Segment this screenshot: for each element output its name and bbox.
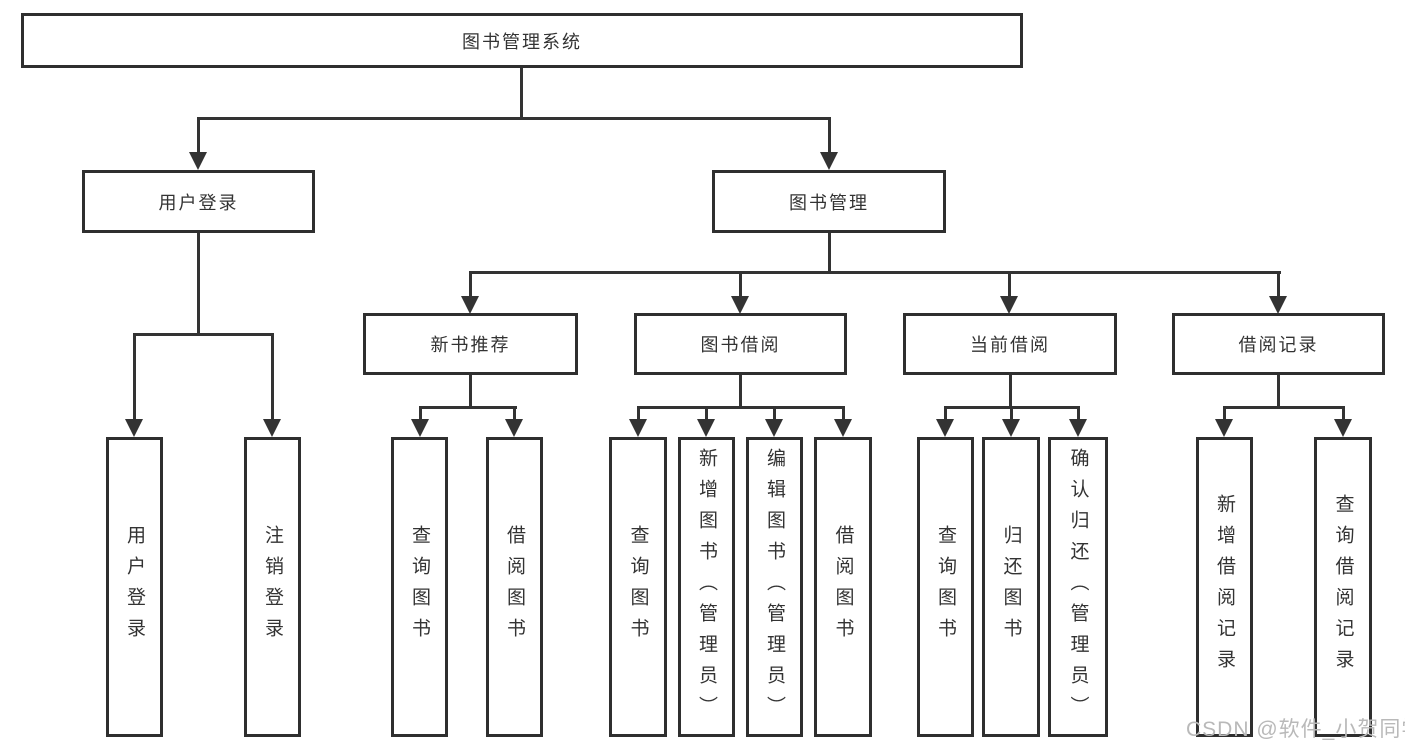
leaf-add-borrow-record: 新增借阅记录	[1196, 437, 1253, 737]
connector-arrow-shaft	[271, 333, 274, 420]
arrow-down-icon	[461, 296, 479, 314]
connector-arrow-shaft	[1010, 406, 1013, 420]
arrow-down-icon	[263, 419, 281, 437]
connector-newbooks-bar	[419, 406, 517, 409]
connector-arrow-shaft	[773, 406, 776, 420]
leaf-return-books: 归还图书	[982, 437, 1040, 737]
connector-root-stem	[520, 68, 523, 120]
leaf-logout: 注销登录	[244, 437, 301, 737]
arrow-down-icon	[1215, 419, 1233, 437]
arrow-down-icon	[189, 152, 207, 170]
node-root-system: 图书管理系统	[21, 13, 1023, 68]
connector-newbooks-stem	[469, 374, 472, 409]
leaf-edit-books-admin: 编辑图书（管理员）	[746, 437, 803, 737]
connector-borrow-stem	[739, 374, 742, 409]
node-user-login: 用户登录	[82, 170, 315, 233]
connector-bookmgmt-stem	[828, 232, 831, 274]
connector-arrow-shaft	[469, 271, 472, 297]
node-book-borrow: 图书借阅	[634, 313, 847, 375]
leaf-add-books-admin: 新增图书（管理员）	[678, 437, 735, 737]
connector-arrow-shaft	[133, 333, 136, 420]
arrow-down-icon	[731, 296, 749, 314]
arrow-down-icon	[765, 419, 783, 437]
connector-arrow-shaft	[1008, 271, 1011, 297]
connector-records-bar	[1223, 406, 1345, 409]
node-borrow-records: 借阅记录	[1172, 313, 1385, 375]
connector-arrow-shaft	[197, 117, 200, 153]
connector-borrow-bar	[637, 406, 845, 409]
leaf-borrow-books: 借阅图书	[814, 437, 872, 737]
connector-arrow-shaft	[1342, 406, 1345, 420]
arrow-down-icon	[820, 152, 838, 170]
connector-arrow-shaft	[828, 117, 831, 153]
connector-userlogin-stem	[197, 232, 200, 336]
leaf-borrow-books-recommend: 借阅图书	[486, 437, 543, 737]
leaf-query-books-current: 查询图书	[917, 437, 974, 737]
connector-records-stem	[1277, 374, 1280, 409]
arrow-down-icon	[505, 419, 523, 437]
connector-root-bar	[197, 117, 831, 120]
leaf-user-login: 用户登录	[106, 437, 163, 737]
connector-arrow-shaft	[1277, 271, 1280, 297]
connector-arrow-shaft	[842, 406, 845, 420]
connector-arrow-shaft	[513, 406, 516, 420]
arrow-down-icon	[1269, 296, 1287, 314]
connector-arrow-shaft	[739, 271, 742, 297]
leaf-query-borrow-record: 查询借阅记录	[1314, 437, 1372, 737]
arrow-down-icon	[411, 419, 429, 437]
node-current-borrow: 当前借阅	[903, 313, 1117, 375]
leaf-query-books-recommend: 查询图书	[391, 437, 448, 737]
arrow-down-icon	[697, 419, 715, 437]
arrow-down-icon	[1000, 296, 1018, 314]
leaf-query-books-borrow: 查询图书	[609, 437, 667, 737]
csdn-watermark: CSDN @软件_小贺同学	[1186, 718, 1405, 741]
connector-arrow-shaft	[637, 406, 640, 420]
connector-arrow-shaft	[419, 406, 422, 420]
arrow-down-icon	[1002, 419, 1020, 437]
arrow-down-icon	[125, 419, 143, 437]
arrow-down-icon	[936, 419, 954, 437]
connector-bookmgmt-bar	[469, 271, 1281, 274]
node-new-book-recommend: 新书推荐	[363, 313, 578, 375]
connector-arrow-shaft	[1223, 406, 1226, 420]
connector-current-stem	[1009, 374, 1012, 409]
arrow-down-icon	[1069, 419, 1087, 437]
leaf-confirm-return-admin: 确认归还（管理员）	[1048, 437, 1108, 737]
arrow-down-icon	[834, 419, 852, 437]
arrow-down-icon	[1334, 419, 1352, 437]
connector-arrow-shaft	[1077, 406, 1080, 420]
connector-userlogin-bar	[133, 333, 274, 336]
node-book-management: 图书管理	[712, 170, 946, 233]
connector-arrow-shaft	[705, 406, 708, 420]
arrow-down-icon	[629, 419, 647, 437]
connector-arrow-shaft	[944, 406, 947, 420]
